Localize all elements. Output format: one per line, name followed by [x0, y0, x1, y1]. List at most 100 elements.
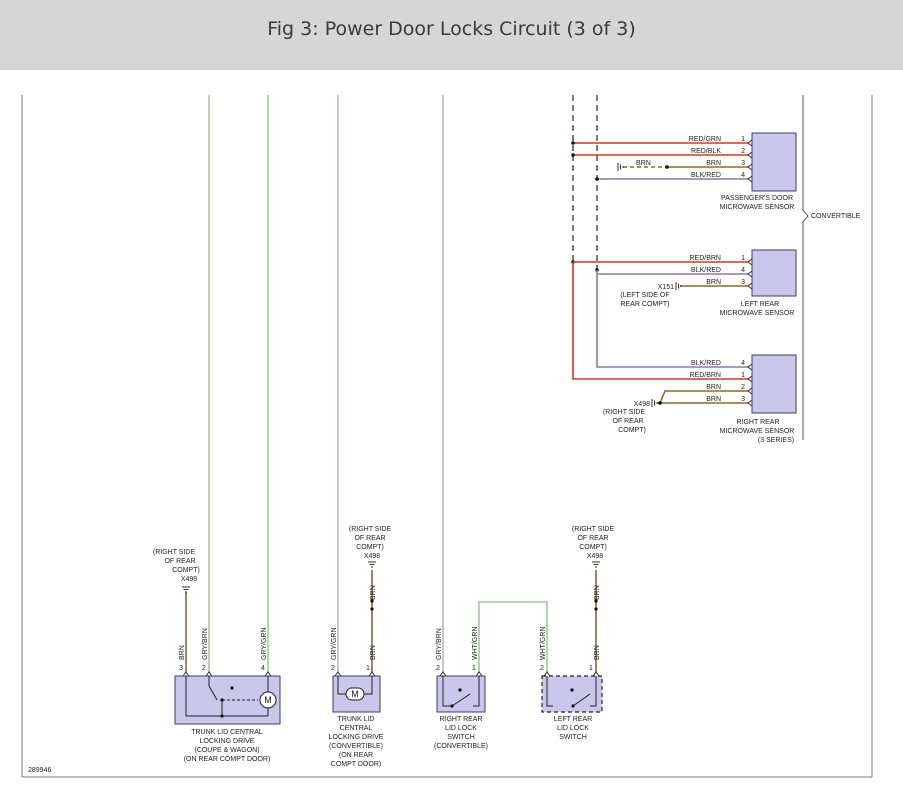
svg-text:(RIGHT SIDE: (RIGHT SIDE: [572, 526, 615, 533]
svg-text:BRN: BRN: [706, 396, 721, 403]
conv-drive-internals: [337, 676, 373, 695]
svg-text:COMPT DOOR): COMPT DOOR): [331, 761, 381, 768]
junction-dots-upper: [571, 141, 669, 272]
right-sensor-wires: [572, 262, 748, 404]
right-switch-label: RIGHT REAR LID LOCK SWITCH (CONVERTIBLE): [434, 716, 488, 750]
svg-text:3: 3: [741, 396, 745, 403]
left-ground-id: X151: [658, 284, 674, 291]
vertical-wire-labels: BRN GRY/BRN GRY/GRN GRY/GRN BRN BRN GRY/…: [179, 585, 601, 660]
passenger-ground-icon: [617, 163, 624, 171]
svg-text:RIGHT REAR: RIGHT REAR: [439, 716, 482, 723]
svg-text:CENTRAL: CENTRAL: [340, 725, 373, 732]
svg-text:COMPT): COMPT): [579, 544, 607, 551]
svg-text:GRY/GRN: GRY/GRN: [331, 627, 338, 660]
motor-icon-convertible: [345, 687, 365, 701]
bottom-pin-labels: 3 2 4 2 1 2 1 2 1: [179, 665, 593, 672]
convertible-label: CONVERTIBLE: [811, 213, 861, 220]
dashed-feed-lines: [572, 95, 598, 270]
motor-icon: [259, 691, 277, 709]
motor-symbol: M: [264, 695, 272, 705]
left-ground-icon: [675, 282, 682, 290]
page-title: Fig 3: Power Door Locks Circuit (3 of 3): [267, 18, 636, 40]
svg-text:OF REAR: OF REAR: [354, 535, 385, 542]
ground-icons-bottom: [182, 561, 600, 593]
svg-text:4: 4: [261, 665, 265, 672]
svg-text:RED/GRN: RED/GRN: [689, 136, 721, 143]
svg-text:(COUPE & WAGON): (COUPE & WAGON): [194, 747, 259, 754]
svg-text:(CONVERTIBLE): (CONVERTIBLE): [434, 743, 488, 750]
svg-text:LEFT REAR: LEFT REAR: [554, 716, 592, 723]
passenger-sensor-wires: [573, 142, 748, 180]
svg-text:LOCKING DRIVE: LOCKING DRIVE: [200, 738, 255, 745]
left-pin-labels: 1 4 3: [741, 255, 745, 286]
conv-drive-label: TRUNK LID CENTRAL LOCKING DRIVE (CONVERT…: [329, 716, 384, 768]
svg-text:3: 3: [741, 279, 745, 286]
svg-text:LID LOCK: LID LOCK: [445, 725, 477, 732]
svg-text:MICROWAVE SENSOR: MICROWAVE SENSOR: [720, 204, 795, 211]
svg-text:4: 4: [741, 360, 745, 367]
passenger-door-microwave-sensor: [751, 132, 797, 192]
svg-text:(ON REAR: (ON REAR: [339, 752, 373, 759]
svg-text:(RIGHT SIDE: (RIGHT SIDE: [349, 526, 392, 533]
right-ground-location: (RIGHT SIDE OF REAR COMPT): [603, 409, 646, 434]
passenger-pin-labels: 1 2 3 4: [741, 136, 745, 179]
svg-text:SWITCH: SWITCH: [447, 734, 475, 741]
svg-text:2: 2: [540, 665, 544, 672]
svg-text:WHT/GRN: WHT/GRN: [472, 627, 479, 660]
svg-text:(CONVERTIBLE): (CONVERTIBLE): [329, 743, 383, 750]
svg-text:BLK/RED: BLK/RED: [691, 267, 721, 274]
trunk-feed-wires: [208, 95, 548, 672]
right-rear-microwave-sensor: [751, 354, 797, 414]
svg-text:4: 4: [741, 267, 745, 274]
svg-text:2: 2: [436, 665, 440, 672]
svg-text:1: 1: [366, 665, 370, 672]
svg-text:OF REAR: OF REAR: [164, 558, 195, 565]
svg-text:LOCKING DRIVE: LOCKING DRIVE: [329, 734, 384, 741]
svg-text:3: 3: [741, 160, 745, 167]
svg-text:BRN: BRN: [179, 645, 186, 660]
svg-text:BRN: BRN: [706, 384, 721, 391]
svg-text:BRN: BRN: [706, 160, 721, 167]
svg-text:1: 1: [741, 372, 745, 379]
svg-text:COMPT): COMPT): [172, 567, 200, 574]
right-switch-internals: [442, 676, 480, 707]
svg-text:BRN: BRN: [706, 279, 721, 286]
svg-text:X498: X498: [181, 576, 197, 583]
right-sensor-label: RIGHT REAR MICROWAVE SENSOR (3 SERIES): [720, 419, 795, 444]
left-switch-internals: [546, 676, 597, 707]
svg-text:X498: X498: [587, 553, 603, 560]
svg-text:3: 3: [179, 665, 183, 672]
left-switch-label: LEFT REAR LID LOCK SWITCH: [554, 716, 592, 741]
switch-ground-location: (RIGHT SIDE OF REAR COMPT) X498: [572, 526, 615, 560]
svg-text:1: 1: [741, 136, 745, 143]
svg-text:BRN: BRN: [594, 585, 601, 600]
left-sensor-label: LEFT REAR MICROWAVE SENSOR: [720, 301, 795, 317]
svg-text:1: 1: [589, 665, 593, 672]
svg-text:SWITCH: SWITCH: [559, 734, 587, 741]
coupe-ground-location: (RIGHT SIDE OF REAR COMPT) X498: [153, 549, 200, 583]
right-ground-icon: [651, 399, 658, 407]
left-rear-microwave-sensor: [751, 249, 797, 297]
svg-text:4: 4: [741, 172, 745, 179]
svg-text:LID LOCK: LID LOCK: [557, 725, 589, 732]
svg-text:(RIGHT SIDE: (RIGHT SIDE: [153, 549, 196, 556]
svg-text:(RIGHT SIDE: (RIGHT SIDE: [603, 409, 646, 416]
svg-text:BRN: BRN: [370, 645, 377, 660]
right-rear-lid-lock-switch: [436, 675, 486, 713]
left-ground-location-1: (LEFT SIDE OF: [620, 292, 669, 299]
passenger-sensor-label: PASSENGER'S DOOR MICROWAVE SENSOR: [720, 195, 795, 211]
svg-text:1: 1: [472, 665, 476, 672]
left-sensor-wires: [573, 261, 748, 287]
svg-text:TRUNK LID: TRUNK LID: [338, 716, 375, 723]
svg-text:1: 1: [741, 255, 745, 262]
svg-text:GRY/BRN: GRY/BRN: [436, 628, 443, 660]
svg-text:OF REAR: OF REAR: [612, 418, 643, 425]
motor-symbol-convertible: M: [351, 689, 359, 699]
connector-marks: [182, 139, 753, 677]
svg-text:LEFT REAR: LEFT REAR: [741, 301, 779, 308]
svg-text:BRN: BRN: [594, 645, 601, 660]
svg-text:BLK/RED: BLK/RED: [691, 360, 721, 367]
svg-text:RED/BLK: RED/BLK: [691, 148, 721, 155]
brown-ground-wires: [185, 570, 597, 672]
svg-text:2: 2: [331, 665, 335, 672]
